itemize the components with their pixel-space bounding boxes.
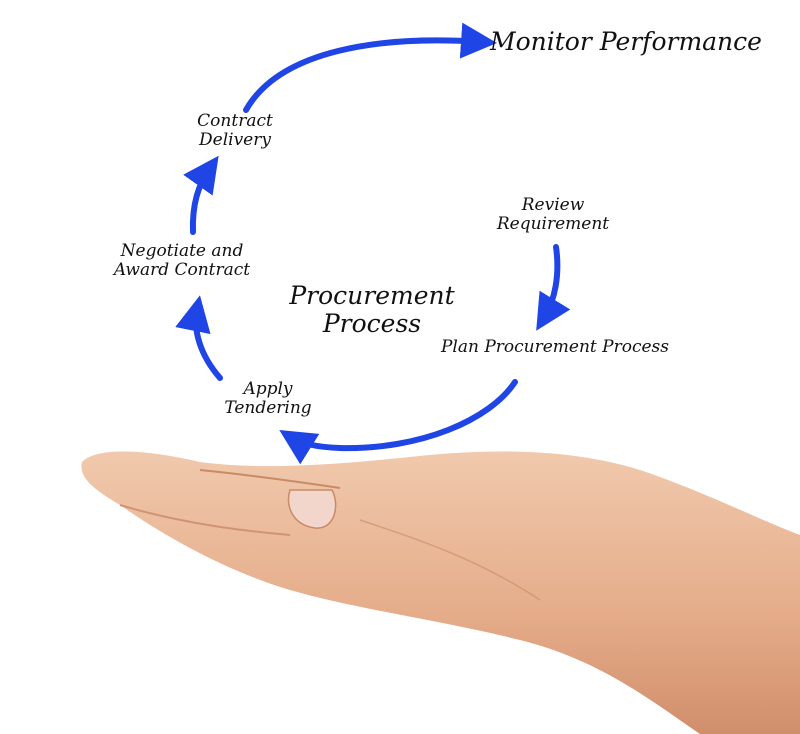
step-apply-tendering: Apply Tendering xyxy=(224,379,312,418)
arrow-apply-to-negotiate xyxy=(175,295,223,381)
diagram-title: Procurement Process xyxy=(289,281,455,338)
arrow-negotiate-to-delivery xyxy=(183,155,219,235)
step-monitor-performance: Monitor Performance xyxy=(490,27,762,56)
arrow-review-to-plan xyxy=(536,244,571,331)
arrow-plan-to-apply xyxy=(279,379,518,465)
step-contract-delivery: Contract Delivery xyxy=(197,111,273,150)
step-negotiate-award: Negotiate and Award Contract xyxy=(113,241,251,280)
step-plan-procurement: Plan Procurement Process xyxy=(440,337,669,357)
step-review-requirement: Review Requirement xyxy=(496,195,610,234)
arrow-delivery-to-monitor xyxy=(243,22,497,113)
hand-illustration xyxy=(81,451,800,734)
